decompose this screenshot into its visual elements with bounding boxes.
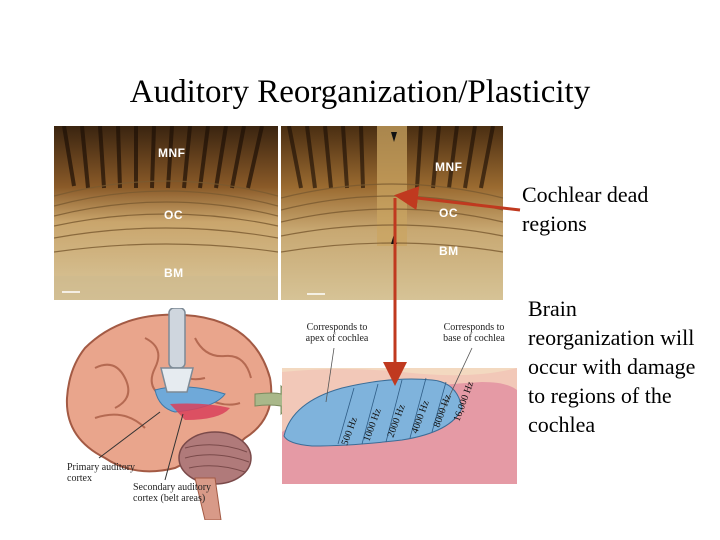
slide-title: Auditory Reorganization/Plasticity [129,74,591,110]
oc-label: OC [164,208,183,222]
brain-illustration: Primary auditory cortex Secondary audito… [55,308,295,520]
oc-label: OC [439,206,458,220]
brain-reorganization-text: Brain reorganization will occur with dam… [528,296,696,437]
dead-regions-text: Cochlear dead regions [522,182,649,236]
apex-label: Corresponds to apex of cochlea [305,322,369,344]
base-label: Corresponds to base of cochlea [443,322,505,344]
cochlea-micrograph-damaged: MNF OC BM [281,126,503,300]
bm-label: BM [164,266,184,280]
bm-label: BM [439,244,459,258]
cochlea-tonotopy-illustration: Corresponds to apex of cochlea Correspon… [282,312,517,484]
dead-region-arrow [394,186,521,212]
cochlea-micrograph-normal: MNF OC BM [54,126,278,300]
mnf-label: MNF [435,160,463,174]
primary-cortex-label: Primary auditory cortex [67,462,136,484]
mnf-label: MNF [158,146,186,160]
secondary-cortex-label: Secondary auditory cortex (belt areas) [133,482,212,504]
